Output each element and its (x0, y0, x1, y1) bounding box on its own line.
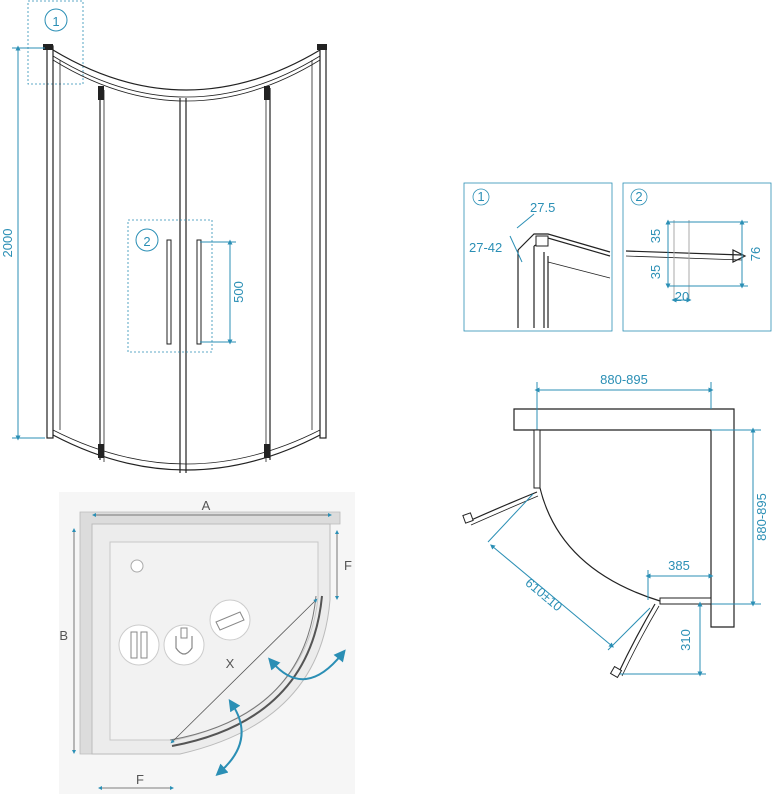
tray-plan: X A B F F (59, 492, 355, 794)
tray-label-f-right: F (344, 558, 352, 573)
tray-label-a: A (202, 498, 211, 513)
drain-icon (130, 559, 144, 573)
plan-view: 880-895 880-895 610±10 385 310 (462, 372, 769, 679)
detail-1-top-dim: 27.5 (530, 200, 555, 215)
left-cap (43, 44, 53, 50)
detail-2-bottom-dim: 20 (675, 289, 689, 304)
detail-1-box (463, 182, 613, 332)
right-post (319, 45, 327, 439)
swing-arrow-upper (268, 649, 346, 680)
detail-1: 1 27.5 27-42 (463, 182, 613, 332)
seal-profile-icon-3 (209, 599, 251, 641)
detail-2-upper-dim: 35 (648, 229, 663, 243)
detail-2-lower-dim: 35 (648, 265, 663, 279)
callout-1-number: 1 (52, 14, 59, 29)
bottom-open-door (617, 603, 656, 675)
tray-label-f-bottom: F (136, 772, 144, 787)
elevation-view: 1 2 (0, 0, 327, 473)
seal-profile-icon-1 (118, 624, 160, 666)
detail-1-number: 1 (477, 189, 484, 204)
plan-fixed-width-dim: 385 (668, 558, 690, 573)
plan-fixed-depth-dim: 310 (678, 629, 693, 651)
tray-label-b: B (59, 628, 68, 643)
door-arc (539, 487, 661, 602)
swing-arrow-lower (215, 699, 243, 776)
plan-depth-dim: 880-895 (754, 493, 769, 541)
left-post (46, 45, 54, 439)
plan-door-opening-dim: 610±10 (522, 575, 565, 614)
detail-1-left-dim: 27-42 (469, 240, 502, 255)
callout-1-circle (44, 8, 68, 32)
callout-2-number: 2 (143, 234, 150, 249)
plan-width-dim: 880-895 (600, 372, 648, 387)
callout-1-box (27, 0, 84, 85)
detail-2: 2 35 35 76 20 (622, 182, 772, 332)
left-open-door (468, 491, 538, 522)
plan-walls (513, 408, 735, 628)
right-handle (196, 239, 202, 345)
callout-2-circle (135, 228, 159, 252)
left-handle (166, 239, 172, 345)
right-cap (317, 44, 327, 50)
handle-dimension: 500 (231, 281, 246, 303)
detail-2-number: 2 (635, 189, 642, 204)
tray-label-x: X (226, 656, 235, 671)
height-dimension: 2000 (0, 229, 15, 258)
seal-profile-icon-2 (163, 624, 205, 666)
detail-2-box (622, 182, 772, 332)
top-profile-front (52, 49, 321, 91)
callout-2-box (127, 219, 213, 353)
detail-2-right-dim: 76 (748, 247, 763, 261)
